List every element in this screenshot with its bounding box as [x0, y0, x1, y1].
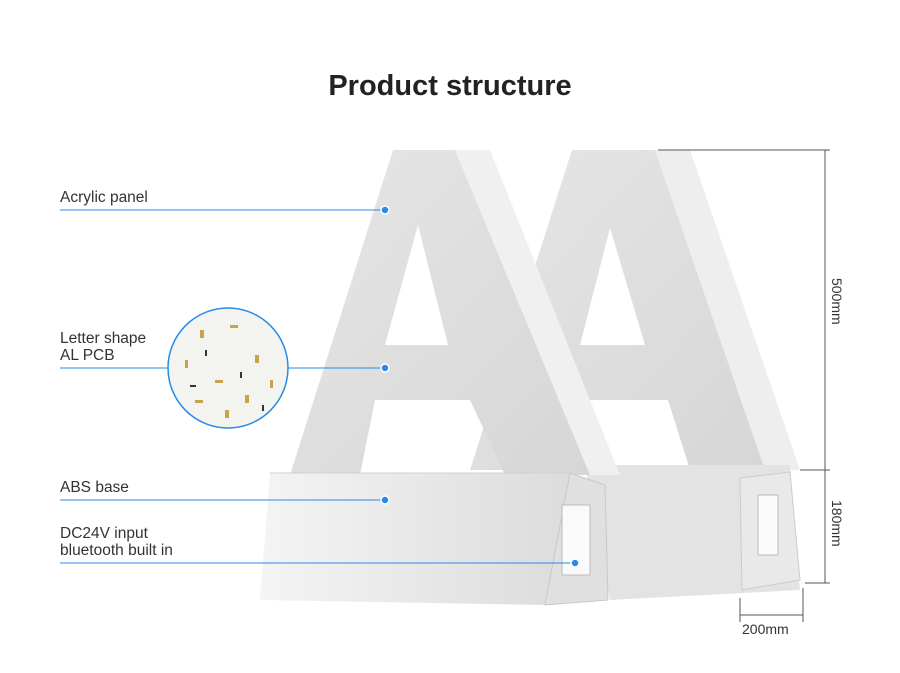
dimension-lines [658, 149, 830, 622]
callout-abs-base: ABS base [60, 479, 129, 496]
pcb-magnifier [167, 307, 289, 429]
dimension-base-height: 180mm [829, 500, 845, 547]
abs-base [260, 472, 609, 606]
callout-dot [380, 205, 390, 215]
callout-text: bluetooth built in [60, 542, 173, 559]
callout-text: DC24V input [60, 525, 148, 542]
dimension-letter-height: 500mm [829, 278, 845, 325]
page-title: Product structure [328, 70, 572, 102]
callout-text: ABS base [60, 479, 129, 496]
dimension-depth: 200mm [742, 621, 789, 637]
front-letter-a [290, 150, 620, 475]
callout-text: AL PCB [60, 347, 115, 364]
callout-text: Letter shape [60, 330, 147, 347]
callout-text: Acrylic panel [60, 189, 148, 206]
callout-acrylic-panel: Acrylic panel [60, 189, 148, 206]
